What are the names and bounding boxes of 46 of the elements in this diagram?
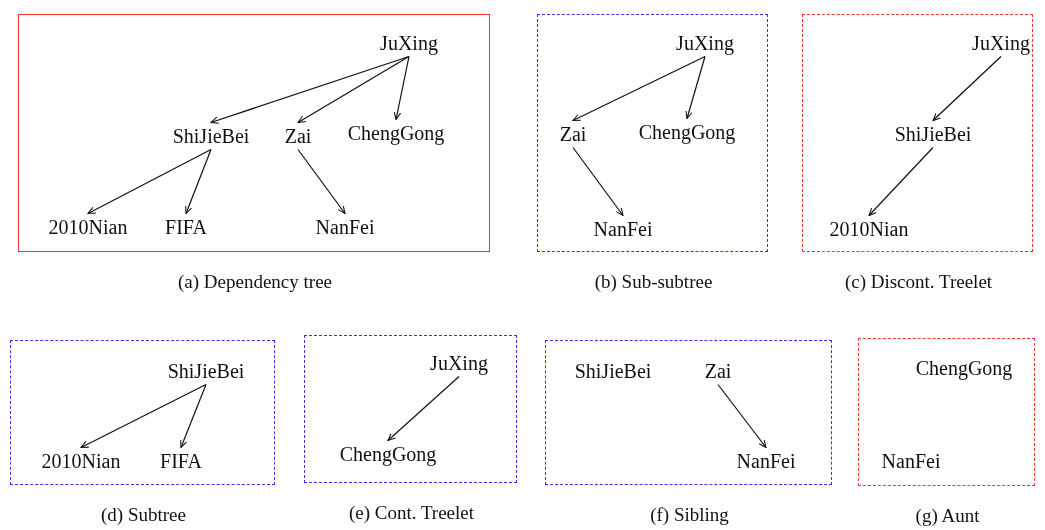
panel-caption: (a) Dependency tree	[178, 271, 332, 293]
word-label: NanFei	[593, 217, 653, 241]
arrow	[868, 146, 934, 217]
word-label: 2010Nian	[41, 449, 121, 473]
word-label: ShiJieBei	[172, 124, 250, 148]
panel-caption: (e) Cont. Treelet	[348, 502, 475, 524]
arrow	[387, 375, 460, 442]
word-label: JuXing	[380, 31, 438, 55]
arrow	[185, 148, 212, 215]
word-label: Zai	[704, 359, 732, 383]
word-label: ShiJieBei	[574, 359, 652, 383]
arrow	[572, 55, 706, 122]
arrow	[932, 55, 1002, 122]
word-label: JuXing	[972, 31, 1030, 55]
arrow	[572, 146, 624, 217]
arrow	[297, 55, 410, 124]
word-label: JuXing	[430, 351, 488, 375]
arrow	[297, 148, 346, 215]
word-label: JuXing	[676, 31, 734, 55]
panel-caption: (c) Discont. Treelet	[844, 271, 993, 293]
arrow	[717, 383, 767, 449]
word-label: ChengGong	[638, 120, 736, 144]
arrow	[685, 55, 706, 120]
word-label: 2010Nian	[48, 215, 128, 239]
word-label: ChengGong	[347, 121, 445, 145]
word-label: Zai	[284, 124, 312, 148]
word-label: FIFA	[160, 449, 202, 473]
arrow	[80, 383, 207, 449]
panel-caption: (f) Sibling	[650, 504, 729, 526]
arrow	[87, 148, 212, 215]
arrow	[180, 383, 207, 449]
word-label: ShiJieBei	[167, 359, 245, 383]
word-label: NanFei	[736, 449, 796, 473]
panel-caption: (b) Sub-subtree	[594, 271, 713, 293]
arrow	[210, 55, 410, 124]
panel-caption: (g) Aunt	[915, 505, 980, 527]
word-label: ChengGong	[915, 356, 1013, 380]
word-label: NanFei	[881, 449, 941, 473]
word-label: FIFA	[165, 215, 207, 239]
word-label: Zai	[559, 122, 587, 146]
word-label: ShiJieBei	[894, 122, 972, 146]
word-label: 2010Nian	[829, 217, 909, 241]
word-label: NanFei	[315, 215, 375, 239]
word-label: ChengGong	[339, 442, 437, 466]
panel-caption: (d) Subtree	[101, 504, 186, 526]
arrow	[393, 55, 410, 121]
